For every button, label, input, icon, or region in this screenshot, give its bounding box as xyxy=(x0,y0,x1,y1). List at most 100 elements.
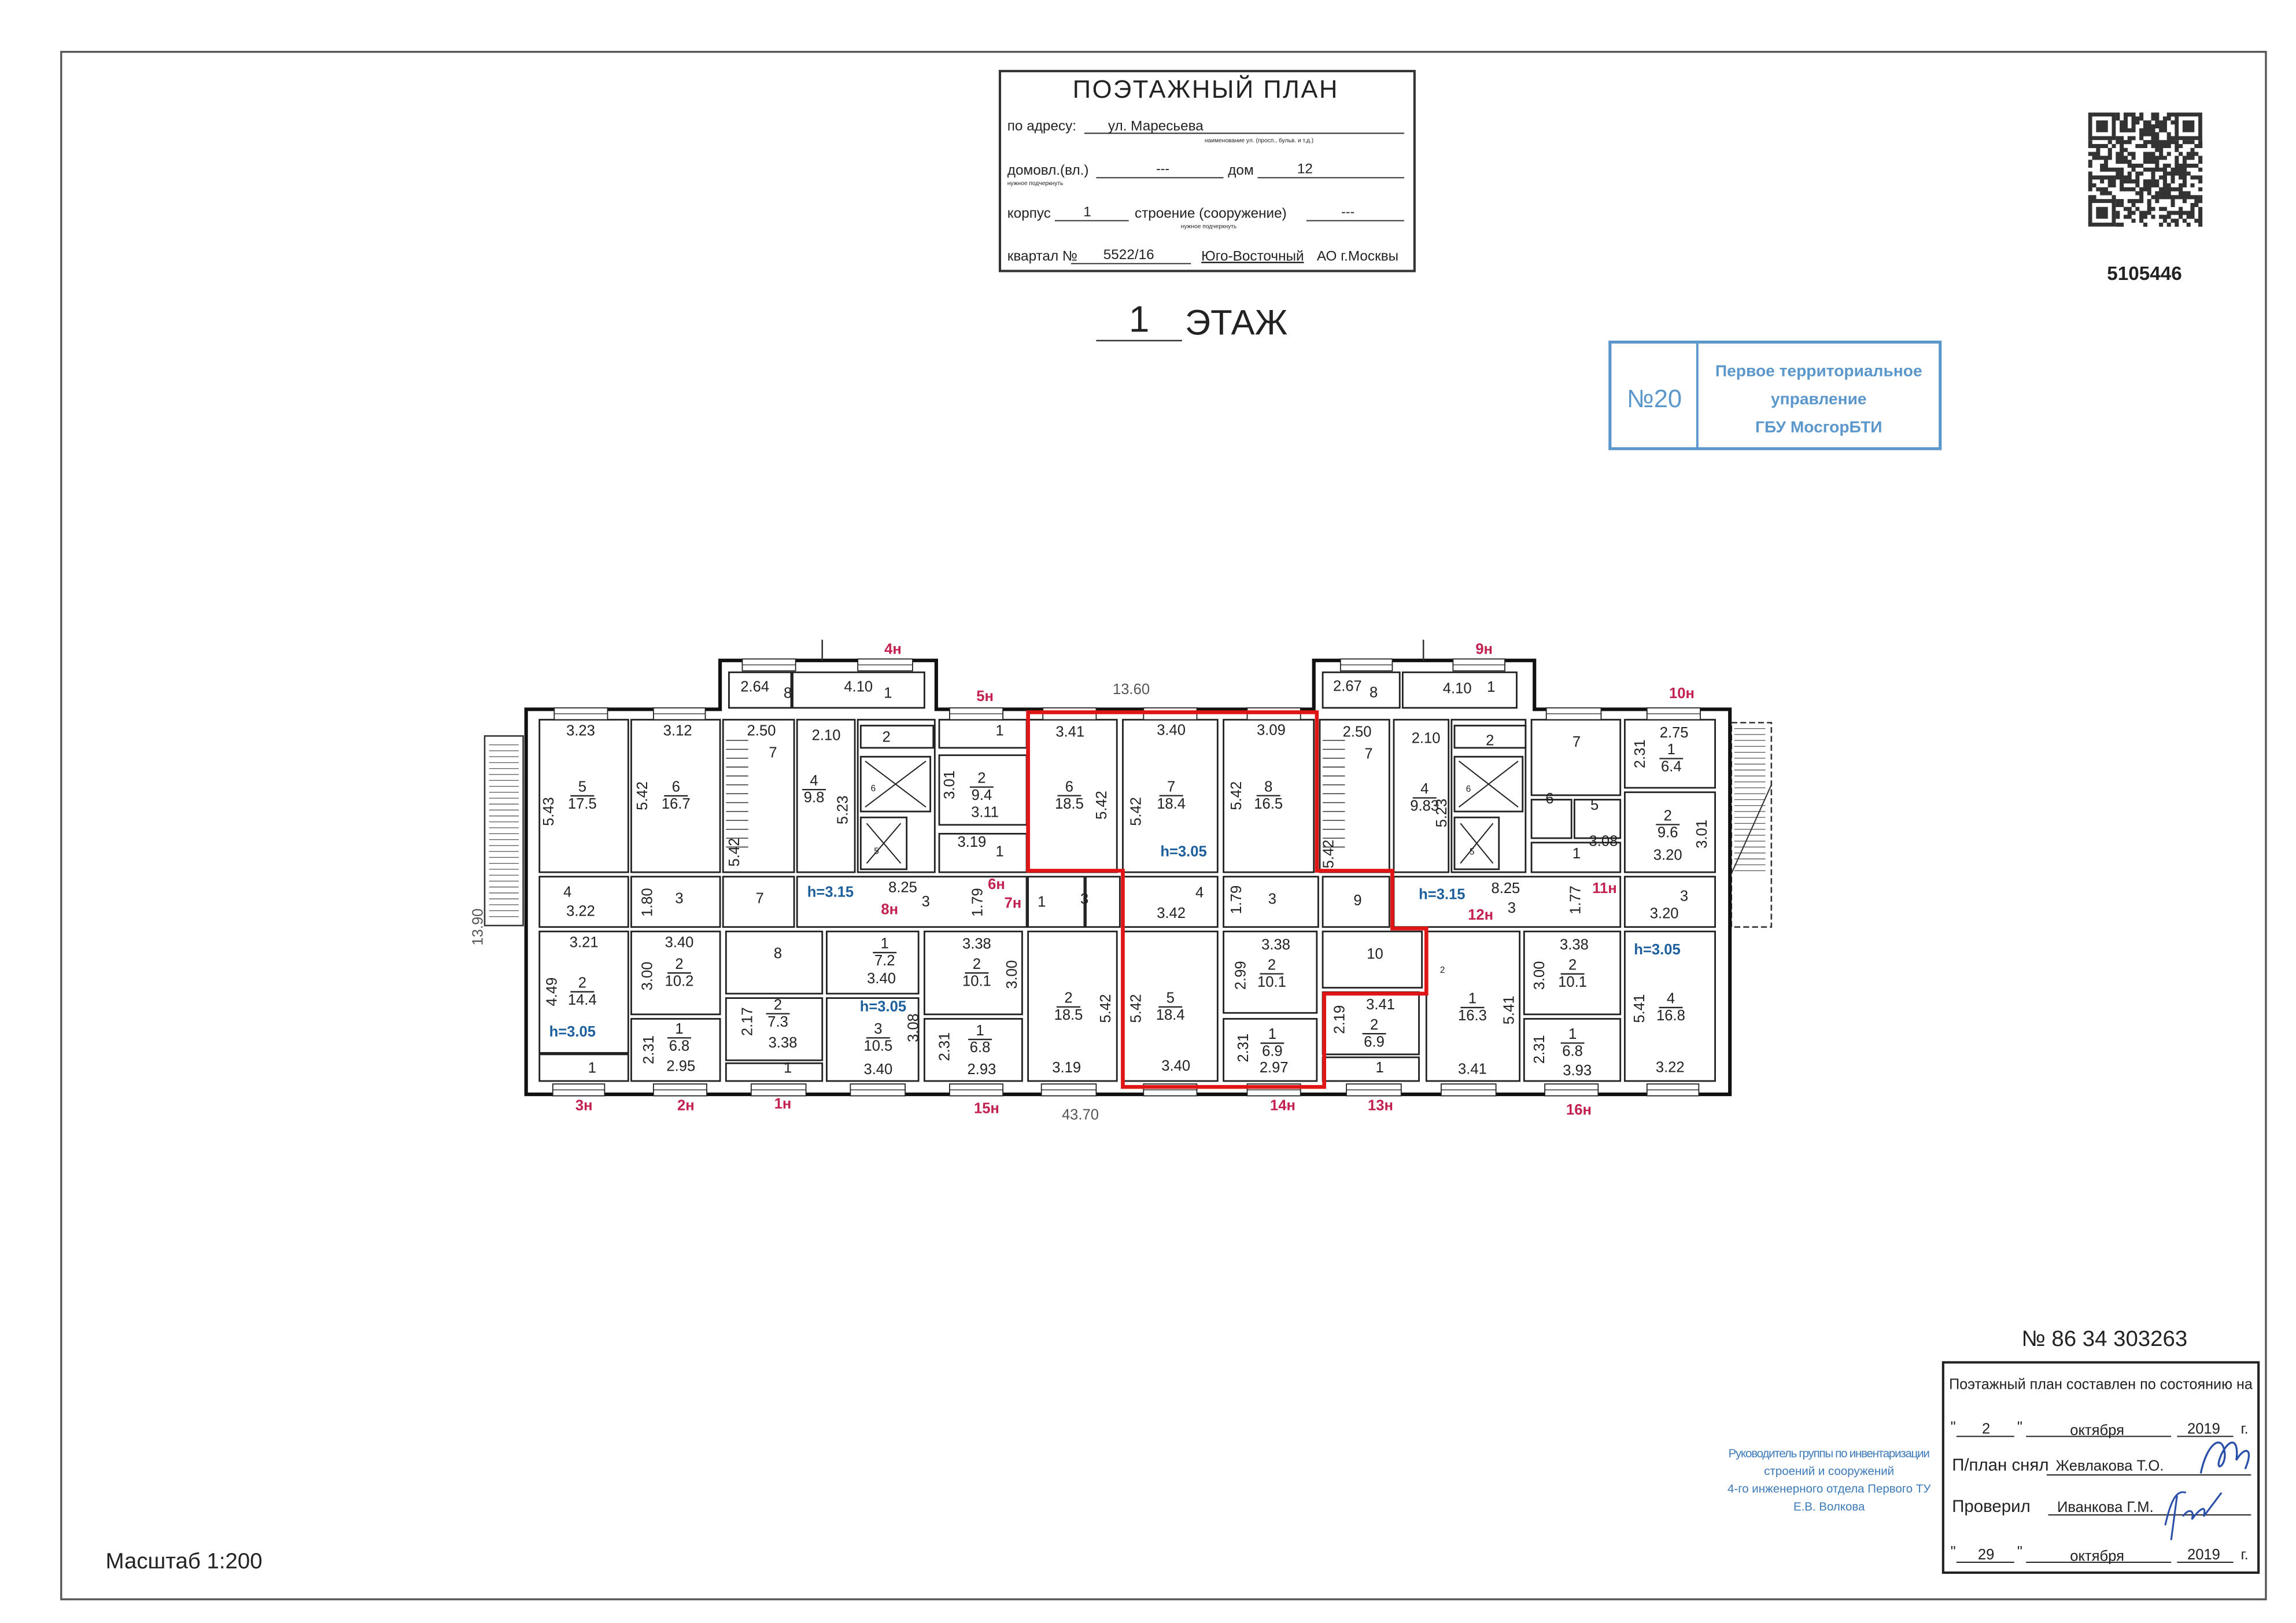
room-number: 2 xyxy=(675,956,683,972)
room-area: 17.5 xyxy=(568,796,597,812)
svg-text:": " xyxy=(1951,1544,1956,1560)
qr-module xyxy=(2107,147,2112,152)
room-outline xyxy=(1027,930,1118,1082)
ceiling-height-label: h=3.05 xyxy=(549,1024,596,1040)
qr-module xyxy=(2103,175,2108,180)
qr-module xyxy=(2166,163,2171,168)
qr-module xyxy=(2135,199,2140,204)
qr-module xyxy=(2100,167,2105,172)
made-by-name: Жевлакова Т.О. xyxy=(2055,1458,2164,1474)
qr-module xyxy=(2147,124,2151,129)
qr-module xyxy=(2143,167,2147,172)
approval-line-4: Е.В. Волкова xyxy=(1793,1500,1865,1513)
qr-module xyxy=(2151,215,2155,219)
room-label: 2.64 xyxy=(740,679,769,695)
qr-module xyxy=(2116,222,2120,227)
room-area: 10.1 xyxy=(962,973,991,989)
qr-module xyxy=(2198,140,2203,145)
qr-module xyxy=(2162,143,2167,149)
qr-module xyxy=(2116,112,2120,117)
qr-module xyxy=(2182,171,2187,176)
qr-module xyxy=(2131,124,2136,129)
room-number: 2 xyxy=(774,997,782,1013)
room-outline xyxy=(1530,799,1572,839)
qr-module xyxy=(2179,175,2183,180)
checked-by-name: Иванкова Г.М. xyxy=(2057,1499,2154,1515)
room-label: 3.41 xyxy=(1055,724,1084,740)
room-outline xyxy=(1623,791,1716,873)
qr-module xyxy=(2151,152,2155,156)
svg-text:": " xyxy=(2017,1544,2022,1560)
room-area: 6.8 xyxy=(669,1038,690,1054)
qr-module xyxy=(2151,132,2155,137)
qr-module xyxy=(2151,140,2155,145)
qr-module xyxy=(2190,206,2195,211)
qr-module xyxy=(2198,187,2203,191)
qr-module xyxy=(2179,183,2183,187)
room-label: 2 xyxy=(1440,965,1445,975)
qr-module xyxy=(2166,171,2171,176)
qr-module xyxy=(2116,215,2120,219)
qr-module xyxy=(2135,163,2140,168)
qr-module xyxy=(2147,140,2151,145)
qr-finder xyxy=(2088,112,2116,141)
room-label: 3.08 xyxy=(1589,833,1618,849)
qr-module xyxy=(2155,147,2160,152)
qr-module xyxy=(2182,199,2187,204)
qr-module xyxy=(2139,199,2144,204)
qr-module xyxy=(2175,222,2179,227)
qr-module xyxy=(2107,140,2112,145)
room-label: 2.10 xyxy=(812,728,841,744)
qr-module xyxy=(2127,211,2132,215)
qr-module xyxy=(2198,160,2203,164)
qr-module xyxy=(2127,160,2132,164)
qr-module xyxy=(2096,143,2101,149)
dimension-label: 3.00 xyxy=(639,962,655,991)
bti-stamp: №20 Первое территориальное управление ГБ… xyxy=(1608,340,1942,451)
room-label: 1 xyxy=(1487,679,1495,695)
qr-module xyxy=(2159,152,2164,156)
qr-module xyxy=(2175,163,2179,168)
qr-module xyxy=(2127,206,2132,211)
qr-module xyxy=(2120,156,2124,160)
qr-module xyxy=(2135,183,2140,187)
qr-module xyxy=(2166,215,2171,219)
room-label: 6 xyxy=(1466,784,1471,794)
room-area: 6.4 xyxy=(1661,759,1682,775)
room-label: 6 xyxy=(1545,791,1553,807)
qr-module xyxy=(2131,202,2136,207)
qr-module xyxy=(2179,167,2183,172)
qr-module xyxy=(2171,199,2175,204)
qr-module xyxy=(2100,163,2105,168)
room-area: 18.4 xyxy=(1157,796,1186,812)
qr-module xyxy=(2175,140,2179,145)
axis-marker: 14н xyxy=(1270,1097,1295,1113)
qr-module xyxy=(2103,187,2108,191)
qr-module xyxy=(2123,112,2128,117)
room-label: 3.40 xyxy=(1157,722,1186,739)
room-outline xyxy=(857,718,936,873)
qr-module xyxy=(2120,136,2124,141)
qr-module xyxy=(2135,171,2140,176)
room-number: 2 xyxy=(1664,807,1672,824)
dimension-label: 1.77 xyxy=(1568,886,1584,914)
qr-module xyxy=(2159,124,2164,129)
room-label: 3 xyxy=(922,894,930,910)
qr-module xyxy=(2116,175,2120,180)
qr-module xyxy=(2186,163,2191,168)
qr-module xyxy=(2147,156,2151,160)
qr-module xyxy=(2131,187,2136,191)
qr-module xyxy=(2171,187,2175,191)
qr-module xyxy=(2166,222,2171,227)
dimension-label: 5.42 xyxy=(726,838,743,867)
room-label: 2.50 xyxy=(1343,724,1372,740)
room-number: 8 xyxy=(1264,779,1272,795)
checked-label: Проверил xyxy=(1952,1497,2031,1516)
stamp-line-3: ГБУ МосгорБТИ xyxy=(1755,418,1882,436)
room-label: 8.25 xyxy=(888,880,917,896)
axis-marker: 4н xyxy=(884,641,902,658)
room-label: 3.12 xyxy=(663,723,692,739)
qr-finder xyxy=(2088,199,2116,227)
qr-module xyxy=(2166,140,2171,145)
qr-module xyxy=(2151,171,2155,176)
